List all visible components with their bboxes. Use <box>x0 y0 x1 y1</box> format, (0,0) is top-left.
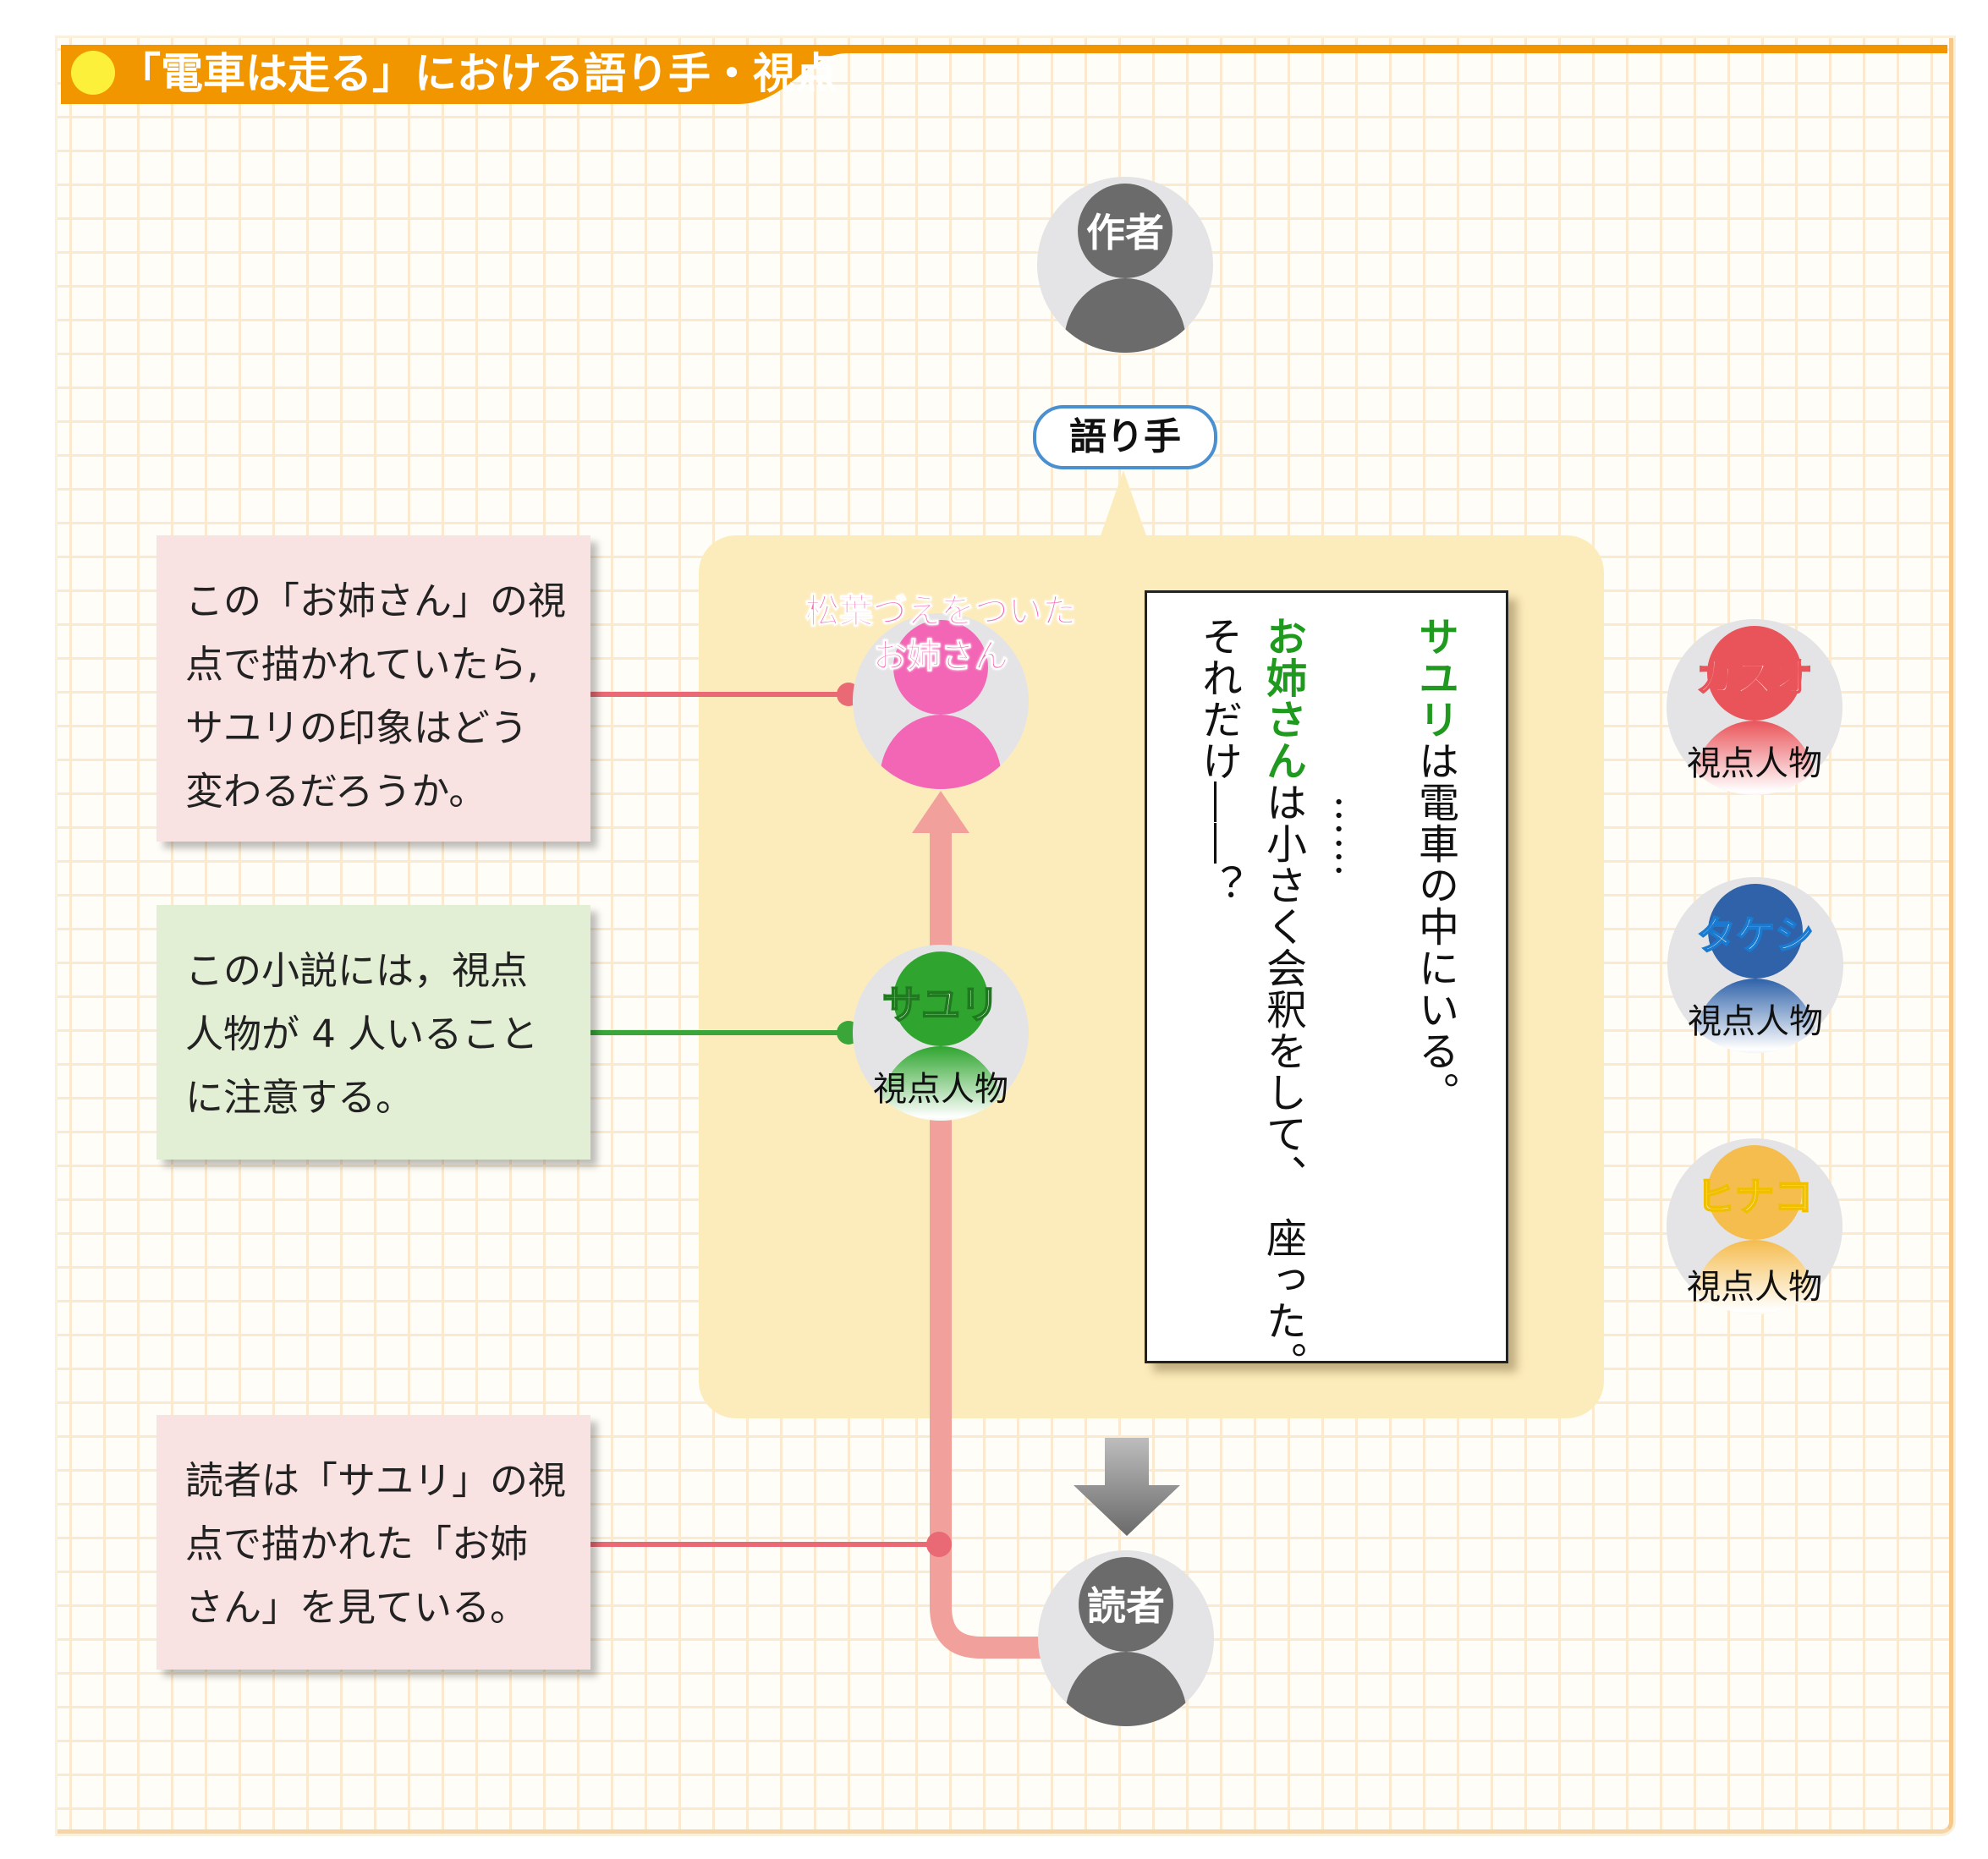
author-avatar: 作者 <box>1035 175 1215 354</box>
reader-path-line <box>930 1116 1042 1659</box>
kazuo-avatar: カズオ 視点人物 <box>1665 617 1844 797</box>
hinako-name: ヒナコ <box>1695 1173 1814 1220</box>
person-icon <box>1038 1550 1214 1726</box>
takeshi-name: タケシ <box>1696 912 1815 959</box>
story-line-2-text: は小さく会釈をして、 座った。 <box>1259 781 1306 1383</box>
note-line: さん」を見ている。 <box>185 1585 529 1630</box>
note-onee-perspective: この「お姉さん」の視 点で描かれていたら, サユリの印象はどう 変わるだろうか。 <box>157 535 590 842</box>
narrator-badge: 語り手 <box>1033 405 1217 469</box>
note-reader-view: 読者は「サユリ」の視 点で描かれた「お姉 さん」を見ている。 <box>157 1415 590 1670</box>
story-ellipsis: …… <box>1326 795 1374 878</box>
note-line: この小説には，視点 <box>185 948 529 993</box>
story-line-3: それだけ――？ <box>1194 616 1242 906</box>
note-line: サユリの印象はどう <box>185 705 529 750</box>
note-line: に注意する。 <box>185 1075 415 1120</box>
sayuri-role: 視点人物 <box>873 1070 1008 1109</box>
hinako-role: 視点人物 <box>1687 1268 1822 1307</box>
story-excerpt-card <box>1145 590 1508 1363</box>
note-line: 読者は「サユリ」の視 <box>185 1458 567 1503</box>
story-line-1: サユリは電車の中にいる。 <box>1409 616 1460 1113</box>
person-icon <box>1667 1138 1842 1314</box>
reader-avatar: 読者 <box>1036 1549 1216 1728</box>
note-line: 人物が 4 人いること <box>185 1012 539 1056</box>
sayuri-highlight: サユリ <box>1411 616 1458 740</box>
note-four-viewpoints: この小説には，視点 人物が 4 人いること に注意する。 <box>157 905 590 1160</box>
kazuo-role: 視点人物 <box>1687 744 1822 783</box>
onee-label-line1: 松葉づえをついた <box>805 592 1077 632</box>
person-icon <box>853 613 1029 789</box>
note-line: 点で描かれた「お姉 <box>185 1522 529 1566</box>
down-arrow-icon <box>1074 1438 1180 1536</box>
hinako-avatar: ヒナコ 視点人物 <box>1665 1137 1844 1316</box>
onee-label-line2: お姉さん <box>873 637 1009 677</box>
person-icon <box>1037 177 1213 353</box>
reader-label: 読者 <box>1087 1583 1165 1629</box>
story-line-2: お姉さんは小さく会釈をして、 座った。 <box>1257 616 1308 1383</box>
note-line: 変わるだろうか。 <box>185 769 487 814</box>
person-icon <box>1667 877 1843 1053</box>
note-line: この「お姉さん」の視 <box>185 579 567 623</box>
takeshi-avatar: タケシ 視点人物 <box>1666 875 1845 1055</box>
note3-dot <box>926 1532 952 1557</box>
person-icon <box>853 945 1029 1121</box>
title-bullet-icon <box>71 51 115 95</box>
takeshi-role: 視点人物 <box>1688 1002 1823 1041</box>
kazuo-name: カズオ <box>1695 654 1814 701</box>
note-line: 点で描かれていたら, <box>185 642 539 687</box>
sayuri-avatar: サユリ 視点人物 <box>851 943 1030 1122</box>
sayuri-name: サユリ <box>881 981 1000 1028</box>
story-line-1-text: は電車の中にいる。 <box>1411 740 1458 1113</box>
onee-avatar <box>851 611 1030 791</box>
speech-pointer <box>1100 470 1147 538</box>
view-arrow-head <box>912 791 969 833</box>
author-label: 作者 <box>1086 210 1164 255</box>
onee-highlight: お姉さん <box>1259 616 1306 781</box>
header-bar <box>61 45 1947 104</box>
person-icon <box>1667 619 1842 795</box>
page-title: 「電車は走る」における語り手・視点 <box>118 49 837 98</box>
